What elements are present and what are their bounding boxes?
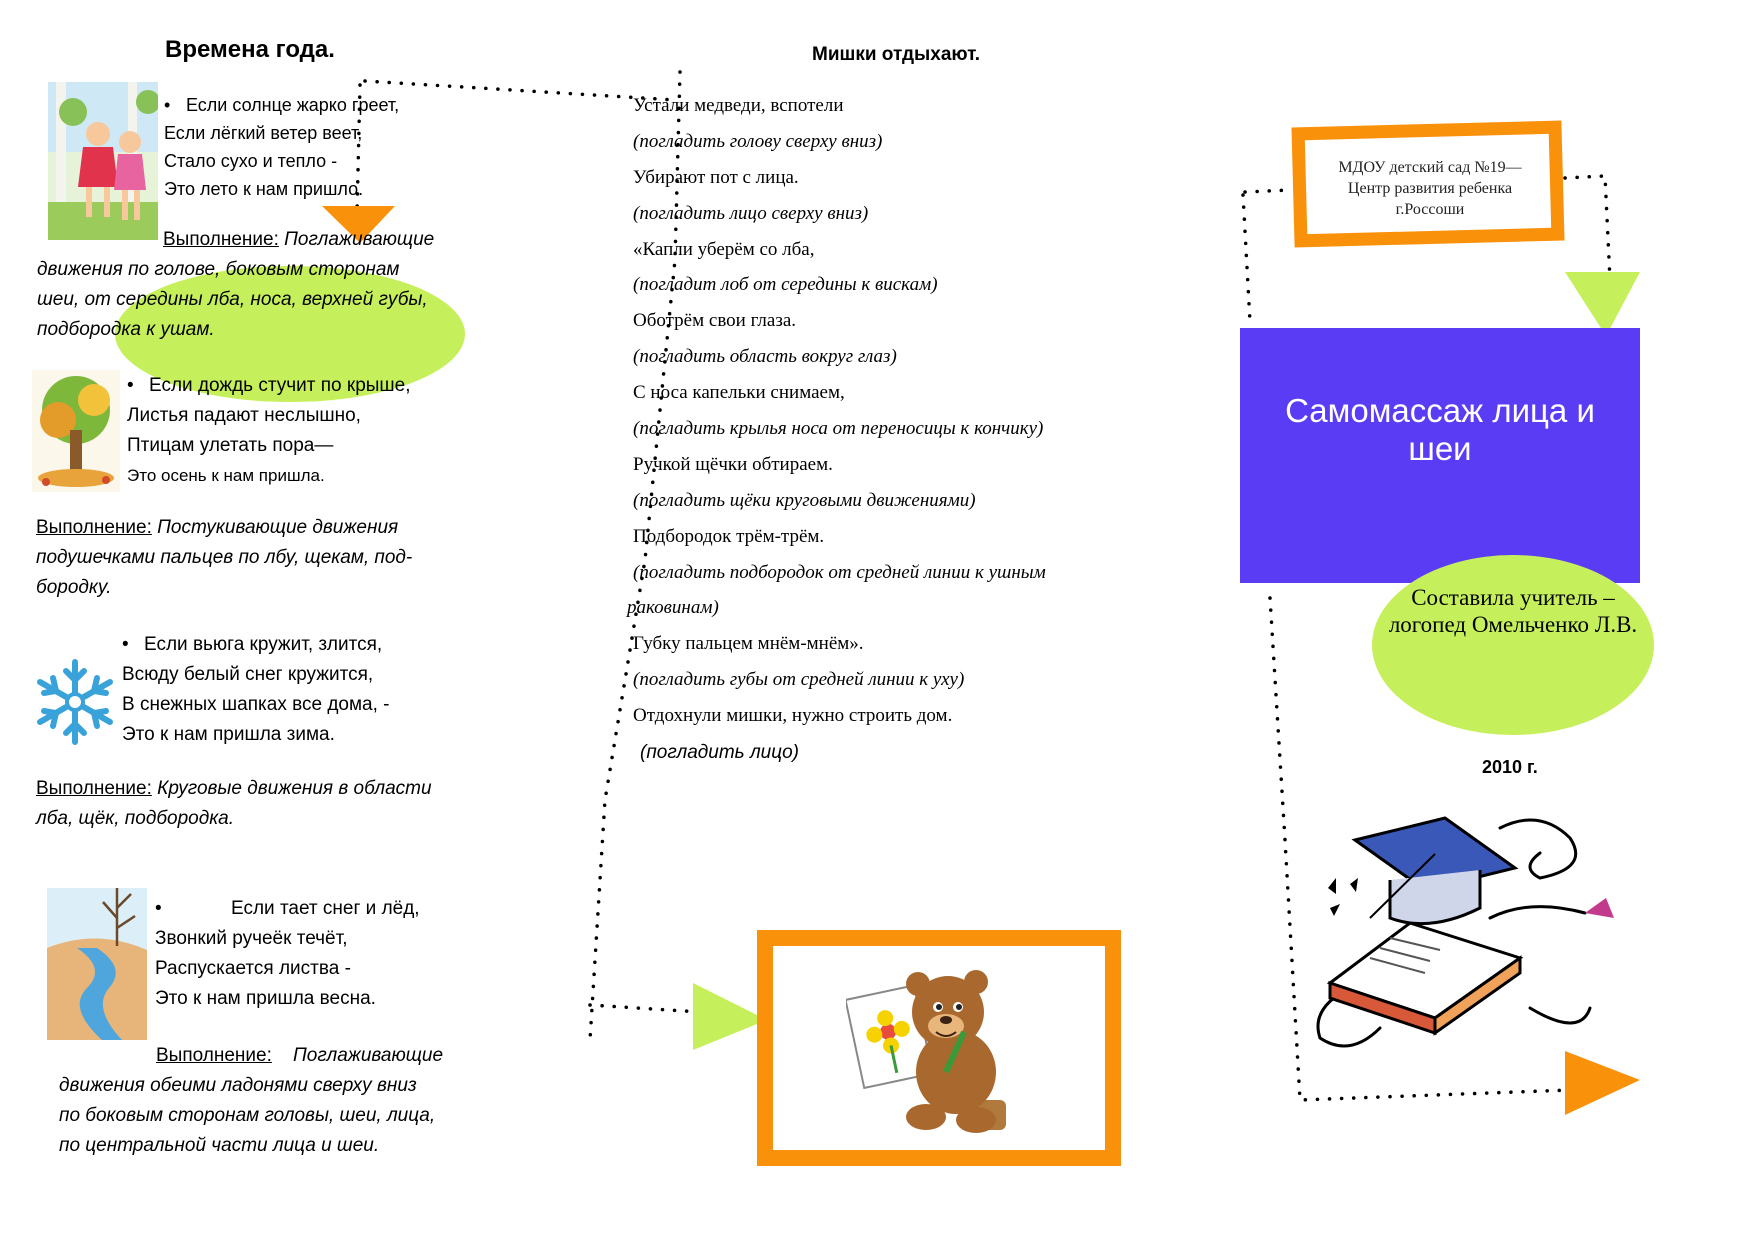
autumn-verse: •Если дождь стучит по крыше, Листья пада… <box>127 371 411 491</box>
spring-exec-line-2: по боковым сторонам головы, шеи, лица, <box>59 1105 436 1126</box>
autumn-line-1: Если дождь стучит по крыше, <box>149 375 411 396</box>
summer-exec-line-2: шеи, от середины лба, носа, верхней губы… <box>37 289 428 310</box>
spring-line-4: Это к нам пришла весна. <box>155 988 376 1009</box>
lime-ellipse-left <box>115 266 465 402</box>
dotted-connector-top <box>363 79 677 102</box>
summer-exec-line-3: подбородка к ушам. <box>37 319 215 340</box>
winter-line-4: Это к нам пришла зима. <box>122 724 335 745</box>
graduation-cap-book-clipart <box>1316 816 1614 1048</box>
poem-line: (погладить крылья носа от переносицы к к… <box>633 418 1044 440</box>
poem-line: (погладить голову сверху вниз) <box>633 130 883 152</box>
winter-exec-line-1: лба, щёк, подбородка. <box>36 808 235 829</box>
autumn-execution: Выполнение: Постукивающие движения подуш… <box>36 513 476 603</box>
bear-with-flower-drawing <box>846 970 1006 1133</box>
winter-line-2: Всюду белый снег кружится, <box>122 664 374 685</box>
seasons-title: Времена года. <box>165 36 335 63</box>
autumn-exec-line-2: бородку. <box>36 577 112 598</box>
spring-execution: Выполнение: Поглаживающие движения обеим… <box>59 1041 479 1161</box>
dotted-connector-right-vertical <box>1241 193 1252 324</box>
poem-line: (погладить губы от средней линии к уху) <box>633 669 965 691</box>
poem-line: (погладить подбородок от средней линии к… <box>633 561 1046 583</box>
lime-triangle-bear <box>693 983 767 1050</box>
poem-line: С носа капельки снимаем, <box>633 382 845 404</box>
poem-line: (погладит лоб от середины к вискам) <box>633 274 938 296</box>
summer-verse: •Если солнце жарко греет, Если лёгкий ве… <box>164 91 399 203</box>
winter-line-3: В снежных шапках все дома, - <box>122 694 390 715</box>
autumn-line-2: Листья падают неслышно, <box>127 405 361 426</box>
bears-poem: Устали медведи, вспотели (погладить голов… <box>627 88 1133 734</box>
bears-title: Мишки отдыхают. <box>812 44 981 65</box>
summer-exec-label: Выполнение: <box>163 229 279 250</box>
poem-line: (погладить щёки круговыми движениями) <box>633 489 976 511</box>
autumn-illustration <box>32 370 120 492</box>
summer-execution: Выполнение: Поглаживающие движения по го… <box>37 225 477 345</box>
poem-line: Оботрём свои глаза. <box>633 310 797 332</box>
autumn-line-4: Это осень к нам пришла. <box>127 466 325 485</box>
poem-line: Отдохнули мишки, нужно строить дом. <box>633 705 953 727</box>
spring-line-2: Звонкий ручеёк течёт, <box>155 928 348 949</box>
autumn-exec-line-1: подушечками пальцев по лбу, щекам, под- <box>36 547 413 568</box>
poem-line: «Капли уберём со лба, <box>633 238 815 260</box>
autumn-exec-first: Постукивающие движения <box>157 517 399 538</box>
snowflake-icon <box>37 659 113 745</box>
summer-illustration <box>48 82 158 240</box>
dotted-connector-right-top <box>1243 188 1292 194</box>
poem-line: Устали медведи, вспотели <box>633 95 844 116</box>
orange-triangle-left <box>322 206 395 243</box>
author: Составила учитель – логопед Омельченко Л… <box>1388 585 1638 637</box>
lime-triangle-right <box>1565 272 1640 336</box>
winter-line-1: Если вьюга кружит, злится, <box>144 634 383 655</box>
poem-line: (погладить область вокруг глаз) <box>633 346 897 368</box>
winter-exec-first: Круговые движения в области <box>157 778 432 799</box>
poem-line: Подбородок трём-трём. <box>633 525 825 547</box>
poem-line: Убирают пот с лица. <box>633 166 799 188</box>
winter-verse: •Если вьюга кружит, злится, Всюду белый … <box>122 630 390 750</box>
summer-line-2: Если лёгкий ветер веет, <box>164 123 363 143</box>
organization-name: МДОУ детский сад №19— Центр развития реб… <box>1338 159 1522 218</box>
dotted-connector-right-top2 <box>1563 174 1612 282</box>
year: 2010 г. <box>1482 757 1538 777</box>
winter-exec-label: Выполнение: <box>36 778 152 799</box>
summer-line-1: Если солнце жарко греет, <box>186 95 400 115</box>
spring-exec-label: Выполнение: <box>156 1045 272 1066</box>
spring-exec-line-3: по центральной части лица и шеи. <box>59 1135 380 1156</box>
orange-triangle-bottom <box>1565 1051 1640 1115</box>
poem-line: раковинам) <box>627 597 719 619</box>
spring-verse: •Если тает снег и лёд, Звонкий ручеёк те… <box>155 894 420 1014</box>
poem-line: (погладить лицо сверху вниз) <box>633 202 869 224</box>
spring-line-3: Распускается листва - <box>155 958 351 979</box>
spring-exec-first: Поглаживающие <box>293 1045 444 1066</box>
brochure-title: Самомассаж лица и шеи <box>1285 392 1595 467</box>
spring-line-1: Если тает снег и лёд, <box>231 898 420 919</box>
summer-line-4: Это лето к нам пришло. <box>164 179 364 199</box>
summer-exec-first: Поглаживающие <box>284 229 435 250</box>
dotted-connector-right-bottom <box>1268 596 1572 1102</box>
autumn-exec-label: Выполнение: <box>36 517 152 538</box>
autumn-line-3: Птицам улетать пора— <box>127 435 334 456</box>
bears-final-line: (погладить лицо) <box>640 742 799 763</box>
spring-exec-line-1: движения обеими ладонями сверху вниз <box>59 1075 417 1096</box>
winter-execution: Выполнение: Круговые движения в области … <box>36 774 486 834</box>
poem-line: Ручкой щёчки обтираем. <box>633 453 833 475</box>
poem-line: Губку пальцем мнём-мнём». <box>633 633 864 655</box>
summer-line-3: Стало сухо и тепло - <box>164 151 338 171</box>
author-ellipse <box>1372 555 1654 735</box>
dotted-connector-bear <box>588 1003 702 1014</box>
title-box <box>1240 328 1640 583</box>
spring-illustration <box>47 888 147 1040</box>
summer-exec-line-1: движения по голове, боковым сторонам <box>37 259 400 280</box>
dotted-connector-left <box>355 83 362 217</box>
